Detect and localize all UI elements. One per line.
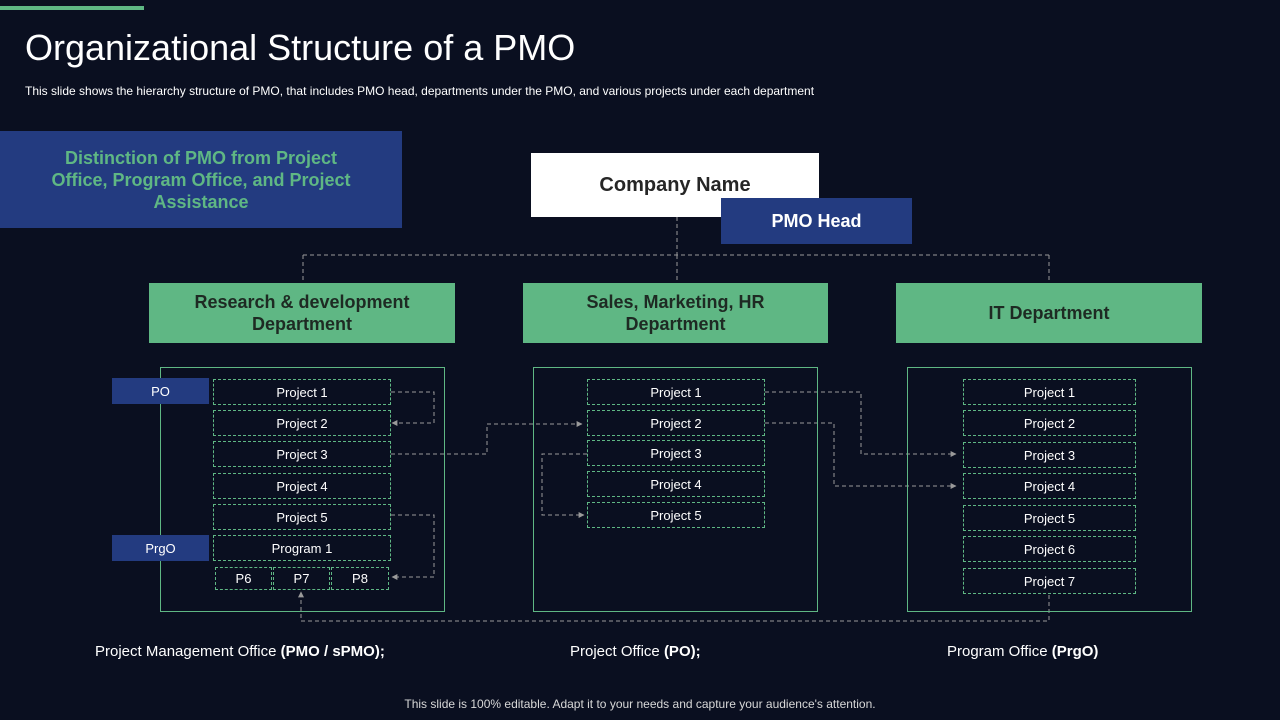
legend-pmo: Project Management Office (PMO / sPMO); — [95, 643, 385, 660]
rd-subproject-p8: P8 — [331, 567, 389, 590]
rd-project-3: Project 3 — [213, 441, 391, 467]
connector-sales-p2-it-p4 — [765, 422, 957, 489]
legend-prgo-label: Program Office — [947, 643, 1048, 660]
legend-prgo-abbr: (PrgO) — [1051, 643, 1099, 660]
panel-it — [907, 367, 1192, 612]
dept-it-label: IT Department — [988, 303, 1110, 323]
connector-rd-p5-p8 — [391, 514, 435, 580]
it-project-5: Project 5 — [963, 505, 1136, 531]
legend-po-abbr: (PO); — [663, 643, 701, 660]
rd-project-5: Project 5 — [213, 504, 391, 530]
it-project-3: Project 3 — [963, 442, 1136, 468]
dept-it: IT Department — [896, 283, 1202, 343]
sales-project-5: Project 5 — [587, 502, 765, 528]
legend-po: Project Office (PO); — [570, 643, 701, 660]
accent-line — [0, 6, 144, 10]
sales-project-3: Project 3 — [587, 440, 765, 466]
dept-rd-label: Research & development Department — [194, 292, 410, 334]
pmo-head-box: PMO Head — [721, 198, 912, 244]
rd-project-1: Project 1 — [213, 379, 391, 405]
page-subtitle: This slide shows the hierarchy structure… — [25, 84, 815, 98]
dept-sales-label: Sales, Marketing, HR Department — [586, 292, 765, 334]
legend-pmo-label: Project Management Office — [95, 643, 277, 660]
rd-subproject-p6: P6 — [215, 567, 272, 590]
connector-it-p7-rd-p7 — [298, 591, 1050, 622]
connector-rd-p1-p2 — [391, 391, 435, 426]
connector-sales-p1-it-p3 — [765, 391, 957, 457]
footer-note: This slide is 100% editable. Adapt it to… — [404, 697, 876, 711]
dept-sales: Sales, Marketing, HR Department — [523, 283, 828, 343]
connector-sales-p3-p5 — [541, 453, 587, 518]
it-project-6: Project 6 — [963, 536, 1136, 562]
rd-project-2: Project 2 — [213, 410, 391, 436]
sales-project-1: Project 1 — [587, 379, 765, 405]
sales-project-4: Project 4 — [587, 471, 765, 497]
panel-sales — [533, 367, 818, 612]
rd-program-1: Program 1 — [213, 535, 391, 561]
page-title: Organizational Structure of a PMO — [25, 27, 576, 68]
rd-project-4: Project 4 — [213, 473, 391, 499]
callout-box: Distinction of PMO from Project Office, … — [0, 131, 402, 228]
callout-text: Distinction of PMO from Project Office, … — [51, 147, 351, 212]
legend-prgo: Program Office (PrgO) — [947, 643, 1098, 660]
panel-rd — [160, 367, 445, 612]
dept-rd: Research & development Department — [149, 283, 455, 343]
it-project-1: Project 1 — [963, 379, 1136, 405]
rd-subproject-p7: P7 — [273, 567, 330, 590]
legend-pmo-abbr: (PMO / sPMO); — [280, 643, 385, 660]
it-project-2: Project 2 — [963, 410, 1136, 436]
it-project-4: Project 4 — [963, 473, 1136, 499]
it-project-7: Project 7 — [963, 568, 1136, 594]
po-tag: PO — [112, 378, 209, 404]
prgo-tag: PrgO — [112, 535, 209, 561]
legend-po-label: Project Office — [570, 643, 660, 660]
sales-project-2: Project 2 — [587, 410, 765, 436]
